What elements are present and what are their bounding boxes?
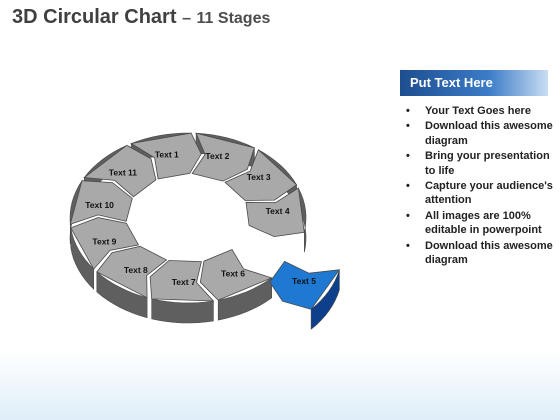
bullet-dot-icon: • — [406, 105, 410, 117]
bullet-list: • Your Text Goes here • Download this awes… — [404, 104, 554, 268]
ring-segment — [96, 245, 168, 299]
bullet-item: • Your Text Goes here — [404, 104, 554, 118]
segment-label: Text 5 — [292, 276, 316, 286]
segment-label: Text 9 — [92, 236, 116, 246]
bullet-dot-icon: • — [406, 120, 410, 133]
segment-side — [217, 277, 272, 321]
ring-segment — [149, 260, 215, 302]
segment-label: Text 10 — [85, 200, 114, 210]
bullet-dot-icon: • — [406, 209, 410, 222]
bullet-text: Download this awesome diagram — [425, 239, 553, 267]
segment-label: Text 2 — [205, 151, 229, 161]
segment-label: Text 6 — [221, 268, 245, 278]
segment-labels: Text 1 Text 2 Text 11 Text 3 Text 10 Text 4 Te… — [85, 149, 316, 287]
ring-segment — [199, 248, 273, 301]
page-title: 3D Circular Chart – 11 Stages — [12, 6, 270, 29]
segment-label: Text 3 — [247, 172, 271, 182]
ring-segment — [130, 132, 202, 180]
bullet-item: • All images are 100% editable in powerpo… — [404, 209, 554, 238]
bullet-dot-icon: • — [406, 150, 410, 163]
bullet-text: Download this awesome diagram — [425, 120, 553, 147]
segment-label: Text 8 — [124, 265, 148, 275]
segment-label: Text 4 — [266, 206, 290, 216]
segment-tops — [69, 132, 341, 330]
ring-segment — [69, 180, 133, 225]
bullet-item: • Download this awesome diagram — [404, 119, 554, 148]
segment-label: Text 7 — [172, 277, 196, 287]
ring-segment — [191, 132, 255, 182]
bullet-dot-icon: • — [406, 239, 410, 252]
ring-segment — [70, 217, 140, 270]
bullet-text: All images are 100% editable in powerpoi… — [425, 209, 542, 237]
title-main: 3D Circular Chart — [12, 6, 177, 28]
highlight-segment — [269, 260, 341, 310]
panel-header: Put Text Here — [400, 70, 548, 96]
ring-segment — [224, 149, 298, 201]
background-gradient — [0, 350, 560, 420]
title-sub: 11 Stages — [196, 10, 271, 27]
segment-label: Text 11 — [109, 168, 137, 178]
bullet-dot-icon: • — [406, 180, 410, 193]
segment-side — [70, 227, 94, 290]
title-dash: – — [182, 10, 191, 27]
bullet-text: Your Text Goes here — [425, 105, 531, 117]
ring-segment — [83, 144, 157, 198]
ring-segment — [245, 187, 305, 238]
bullet-item: • Capture your audience's attention — [404, 179, 554, 208]
segment-label: Text 1 — [155, 149, 179, 159]
segment-side — [310, 269, 340, 330]
bullet-text: Capture your audience's attention — [425, 180, 553, 207]
segment-side — [96, 271, 148, 319]
bullet-text: Bring your presentation to life — [425, 150, 550, 177]
segment-side — [151, 298, 214, 324]
bullet-item: • Download this awesome diagram — [404, 239, 554, 268]
bullet-item: • Bring your presentation to life — [404, 149, 554, 178]
